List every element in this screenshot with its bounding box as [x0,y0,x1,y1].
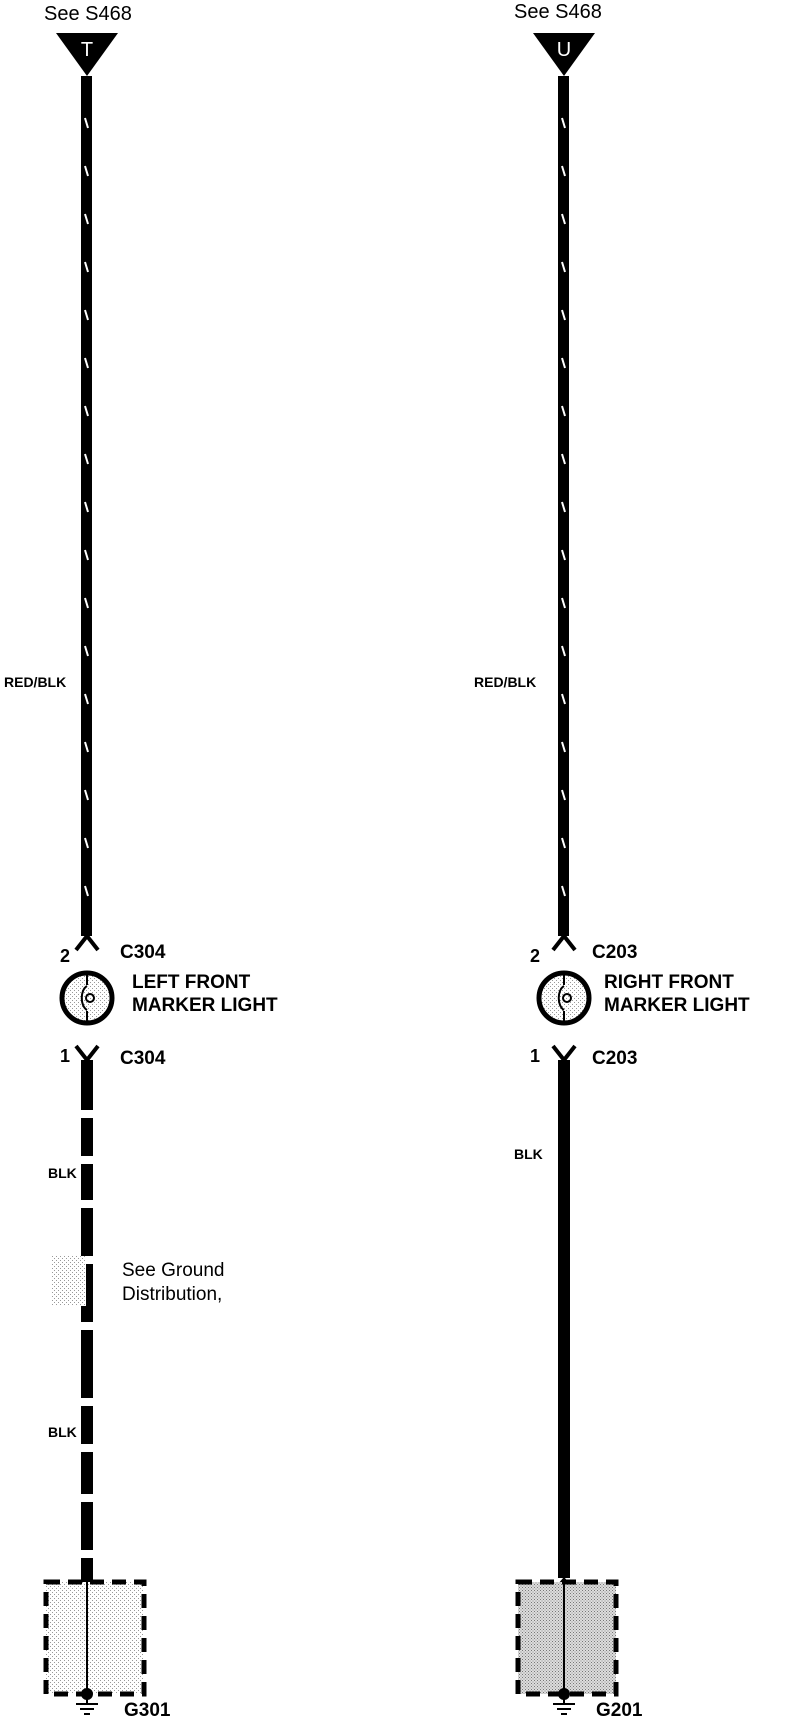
wire-stripe-mark [84,597,89,609]
right-lower-wire-color: BLK [514,1146,543,1162]
wire-stripe-mark [561,549,566,561]
left-lower-wire-color-b: BLK [48,1424,77,1440]
wire-stripe-mark [84,213,89,225]
right-upper-pin: 2 [530,946,540,966]
right-ground-box [515,1579,619,1697]
wire-stripe-mark [561,213,566,225]
left-ground-icon [76,1688,98,1715]
left-ground-id: G301 [124,1700,171,1720]
left-marker-bulb-icon [59,970,115,1026]
left-component-line2: MARKER LIGHT [132,995,278,1016]
left-upper-wire-color: RED/BLK [4,674,66,690]
left-upper-pin: 2 [60,946,70,966]
wire-stripe-mark [561,261,566,273]
left-terminal-triangle [56,33,118,76]
right-ground-icon [553,1688,575,1715]
right-circuit: See S468 U RED/BLK 2 C203 RIGHT FRONT MA… [474,1,750,1720]
right-component-line1: RIGHT FRONT [604,972,734,993]
left-circuit: See S468 T RED/BLK 2 C304 LEFT FRONT MAR… [4,3,278,1720]
left-lower-wire [81,1060,93,1614]
wire-stripe-mark [561,357,566,369]
left-lower-wire-color-a: BLK [48,1165,77,1181]
right-terminal-letter: U [557,39,571,61]
wire-stripe-mark [561,405,566,417]
wire-stripe-mark [84,645,89,657]
left-ground-box [43,1579,147,1697]
right-upper-connector-symbol [551,932,577,952]
right-lower-connector-symbol [551,1044,577,1064]
left-upper-wire [81,76,92,936]
wire-stripe-mark [84,789,89,801]
wire-stripe-mark [561,885,566,897]
right-upper-connector: C203 [592,942,637,963]
right-component-line2: MARKER LIGHT [604,995,750,1016]
right-upper-wire [558,76,569,936]
wire-stripe-mark [561,117,566,129]
wire-stripe-mark [84,453,89,465]
left-note-line1: See Ground [122,1260,224,1281]
wire-stripe-mark [84,549,89,561]
wire-stripe-mark [561,741,566,753]
wire-stripe-mark [561,597,566,609]
wire-stripe-mark [84,885,89,897]
wire-stripe-mark [84,693,89,705]
left-lower-pin: 1 [60,1046,70,1066]
wire-stripe-mark [84,741,89,753]
wire-stripe-mark [561,645,566,657]
wire-stripe-mark [561,789,566,801]
left-upper-connector: C304 [120,942,166,963]
right-lower-pin: 1 [530,1046,540,1066]
wire-stripe-mark [84,501,89,513]
wire-stripe-mark [561,501,566,513]
wire-stripe-mark [561,453,566,465]
wire-stripe-mark [84,261,89,273]
right-marker-bulb-icon [536,970,592,1026]
left-note-shade [52,1256,86,1306]
wire-stripe-mark [84,165,89,177]
right-source-ref: See S468 [514,1,602,23]
wire-stripe-mark [561,693,566,705]
wire-stripe-mark [84,309,89,321]
wire-stripe-mark [561,309,566,321]
wire-stripe-mark [84,837,89,849]
left-component-line1: LEFT FRONT [132,972,251,993]
right-upper-wire-color: RED/BLK [474,674,536,690]
left-terminal-letter: T [81,39,93,61]
wire-stripe-mark [84,405,89,417]
wire-stripe-mark [561,165,566,177]
left-lower-connector-symbol [74,1044,100,1064]
right-ground-id: G201 [596,1700,643,1720]
left-note-line2: Distribution, [122,1284,222,1305]
wire-stripe-mark [84,117,89,129]
wire-stripe-mark [561,837,566,849]
right-lower-connector: C203 [592,1048,637,1069]
wire-stripe-mark [84,357,89,369]
left-upper-connector-symbol [74,932,100,952]
right-terminal-triangle [533,33,595,76]
right-lower-wire [558,1060,570,1578]
left-source-ref: See S468 [44,3,132,25]
left-lower-connector: C304 [120,1048,166,1069]
